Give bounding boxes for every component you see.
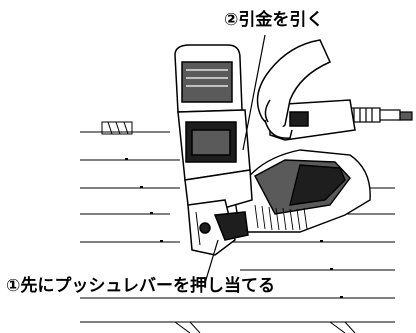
wood-boards (80, 131, 395, 333)
coil-nailer-icon (174, 44, 253, 256)
callout-leaders (204, 34, 266, 284)
end-grain-block (101, 121, 133, 135)
coil-magazine (234, 149, 371, 233)
air-plug-icon (349, 107, 413, 123)
callout-press-push-lever: ①先にプッシュレバーを押し当てる (6, 276, 276, 296)
hand-icon (256, 39, 331, 139)
callout-pull-trigger: ②引金を引く (224, 10, 324, 30)
